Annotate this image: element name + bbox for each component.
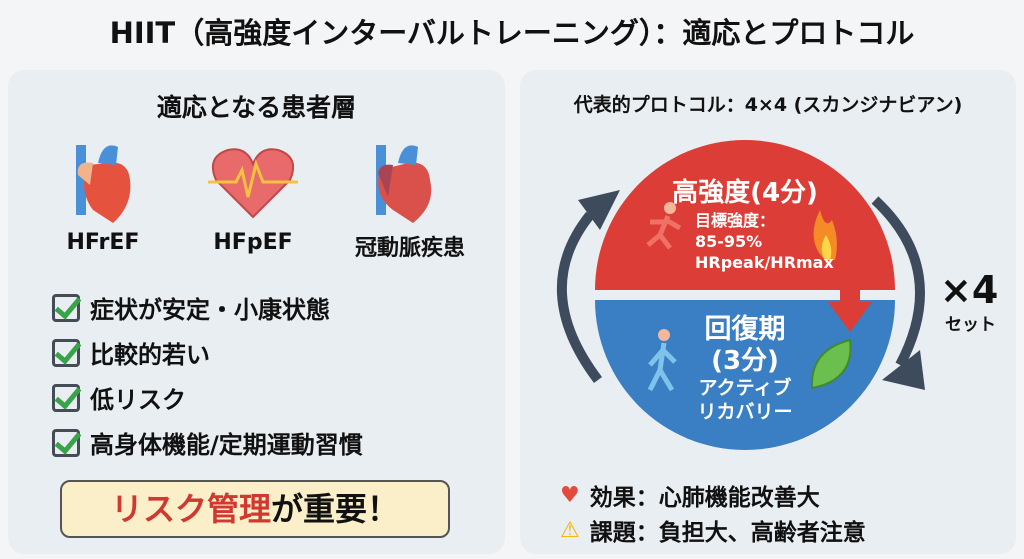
cycle-arrow-left	[557, 211, 602, 384]
criteria-item: 高身体機能/定期運動習慣	[52, 425, 363, 460]
recovery-segment	[595, 300, 895, 450]
page-title: HIIT（高強度インターバルトレーニング）：適応とプロトコル	[109, 16, 915, 50]
repeat-unit: セット	[945, 315, 996, 335]
target-intensity: 目標強度： 85-95% HRpeak/HRmax	[695, 210, 834, 273]
criteria-text: 高身体機能/定期運動習慣	[90, 431, 363, 459]
down-arrow-icon	[828, 302, 872, 332]
target-value: 85-95%	[695, 232, 763, 251]
issue-text: 課題：負担大、高齢者注意	[589, 520, 866, 546]
walking-person-icon	[647, 329, 677, 392]
criteria-text: 低リスク	[90, 386, 186, 414]
condition-label: HFpEF	[213, 230, 293, 255]
leaf-icon	[810, 338, 852, 390]
criteria-item: 低リスク	[52, 380, 186, 415]
criteria-text: 症状が安定・小康状態	[90, 296, 330, 324]
indications-panel: 適応となる患者層 HFrEF HFpEF 冠動脈疾患 症状が安定・小康状態 比較…	[8, 70, 505, 554]
recovery-title: 回復期	[704, 314, 786, 345]
checkbox-checked-icon	[52, 338, 80, 367]
repeat-count: ×4	[940, 268, 999, 312]
effect-item: ♥ 効果：心肺機能改善大	[560, 478, 820, 512]
effect-text: 効果：心肺機能改善大	[589, 485, 820, 511]
risk-emphasis: リスク管理	[110, 490, 271, 528]
cycle-arrow-right	[871, 196, 925, 368]
condition-label: 冠動脈疾患	[354, 236, 465, 261]
criteria-item: 症状が安定・小康状態	[52, 290, 330, 325]
issue-item: ⚠ 課題：負担大、高齢者注意	[560, 513, 866, 547]
fire-icon	[813, 210, 837, 260]
target-label: 目標強度：	[695, 211, 776, 230]
protocol-panel: 代表的プロトコル：4×4 (スカンジナビアン) 高強度(4分) 目標強度： 85…	[520, 70, 1016, 554]
checkbox-checked-icon	[52, 383, 80, 412]
heart-pulse-icon	[208, 148, 298, 219]
condition-label: HFrEF	[66, 230, 140, 255]
criteria-item: 比較的若い	[52, 335, 210, 370]
target-unit: HRpeak/HRmax	[695, 253, 834, 272]
risk-text: が重要！	[271, 490, 400, 528]
recovery-type: リカバリー	[697, 401, 793, 423]
panel-heading: 適応となる患者層	[156, 93, 357, 122]
cycle-diagram	[557, 140, 925, 450]
checkbox-checked-icon	[52, 293, 80, 322]
anatomical-heart-icon	[376, 145, 432, 223]
running-person-icon	[646, 202, 682, 250]
checkbox-checked-icon	[52, 428, 80, 457]
warning-icon: ⚠	[560, 517, 580, 543]
criteria-text: 比較的若い	[90, 341, 210, 369]
recovery-type: アクティブ	[698, 377, 792, 399]
anatomical-heart-icon	[76, 145, 131, 223]
panel-heading: 代表的プロトコル：4×4 (スカンジナビアン)	[573, 94, 963, 116]
recovery-duration: (3分)	[711, 346, 779, 376]
heart-icon: ♥	[560, 482, 580, 508]
risk-callout: リスク管理が重要！	[60, 480, 450, 538]
high-intensity-title: 高強度(4分)	[672, 178, 818, 208]
